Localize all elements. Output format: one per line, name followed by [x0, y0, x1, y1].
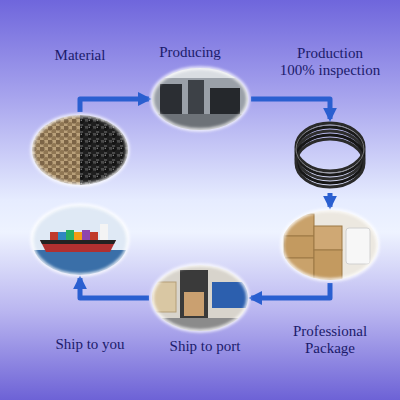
carton — [314, 250, 342, 280]
sky — [30, 203, 130, 253]
photo-oval: Material — [32, 115, 128, 185]
cartons — [184, 292, 204, 316]
oval-outline — [294, 122, 366, 190]
oval-glow — [294, 122, 366, 190]
oval-outline — [32, 205, 128, 275]
hull-top — [40, 240, 116, 244]
oval-glow — [152, 68, 248, 130]
carton — [314, 226, 342, 250]
factory-wall — [150, 66, 250, 132]
photo-oval: Professional Package — [282, 210, 378, 280]
container — [50, 232, 58, 240]
flow-arrow — [80, 99, 149, 112]
factory-photo — [150, 66, 250, 132]
oval-outline — [32, 115, 128, 185]
photo-oval: Production 100% inspection — [294, 122, 366, 190]
flow-arrow — [251, 99, 330, 119]
oval-glow — [282, 210, 378, 280]
flow-arrow — [251, 283, 330, 298]
canister — [346, 228, 370, 264]
step-label: Ship to you — [55, 336, 124, 353]
oval-outline — [282, 210, 378, 280]
flow-arrow — [80, 278, 149, 298]
black-pellets — [80, 112, 130, 188]
flow-arrow — [328, 193, 333, 207]
container — [66, 230, 74, 240]
machine — [188, 80, 204, 116]
oval-glow — [32, 205, 128, 275]
step-label: Producing — [159, 44, 221, 61]
coil-highlight — [296, 125, 364, 173]
brown-pellets — [30, 112, 82, 188]
step-label: Production 100% inspection — [279, 45, 381, 79]
coil-photo — [296, 123, 364, 187]
coil-turn — [296, 135, 364, 183]
package-photo — [280, 208, 380, 282]
loading-photo — [150, 263, 250, 334]
oval-glow — [152, 265, 248, 331]
pellets-photo — [30, 112, 130, 188]
truck — [212, 282, 248, 308]
warehouse-ground — [150, 263, 250, 333]
package-ground — [280, 208, 380, 282]
photo-oval: Ship to you — [32, 205, 128, 275]
photo-oval: Producing — [152, 68, 248, 130]
hull — [40, 240, 116, 252]
step-label: Material — [55, 47, 106, 64]
oval-glow — [32, 115, 128, 185]
oval-outline — [152, 68, 248, 130]
container — [90, 232, 98, 240]
container-door — [180, 270, 208, 320]
photo-oval: Ship to port — [152, 265, 248, 331]
carton — [284, 236, 314, 258]
ship-photo — [30, 203, 130, 280]
container — [74, 232, 82, 240]
container — [58, 232, 66, 240]
oval-outline — [152, 265, 248, 331]
machine — [160, 84, 182, 114]
coil-turn — [296, 139, 364, 187]
step-label: Professional Package — [285, 323, 375, 357]
container — [82, 230, 90, 240]
bridge — [100, 224, 108, 240]
machine — [210, 88, 240, 114]
step-label: Ship to port — [170, 338, 241, 355]
